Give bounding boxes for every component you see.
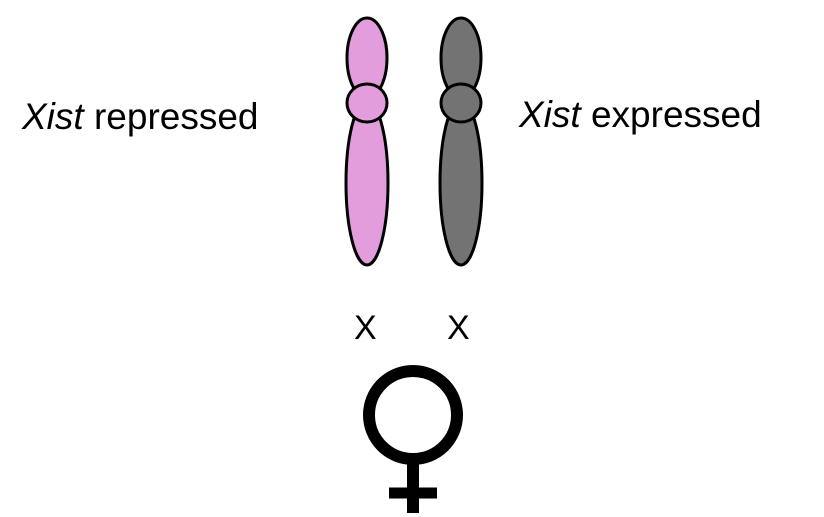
left-gene-name: Xist [22,96,84,137]
left-chromosome-label: Xist repressed [22,98,259,135]
left-chromosome-name: X [354,309,377,347]
right-x-chromosome [438,16,484,267]
right-chromosome-label: Xist expressed [519,96,762,133]
female-symbol-icon [363,365,463,513]
left-x-chromosome [344,16,390,267]
right-gene-name: Xist [519,94,581,135]
right-chromosome-centromere [439,82,483,124]
right-gene-state: expressed [590,94,762,135]
right-chromosome-name: X [447,309,470,347]
right-chromosome-lower-arm [438,99,484,267]
left-chromosome-lower-arm [344,99,390,267]
left-chromosome-centromere [345,82,389,124]
left-gene-state: repressed [93,96,259,137]
